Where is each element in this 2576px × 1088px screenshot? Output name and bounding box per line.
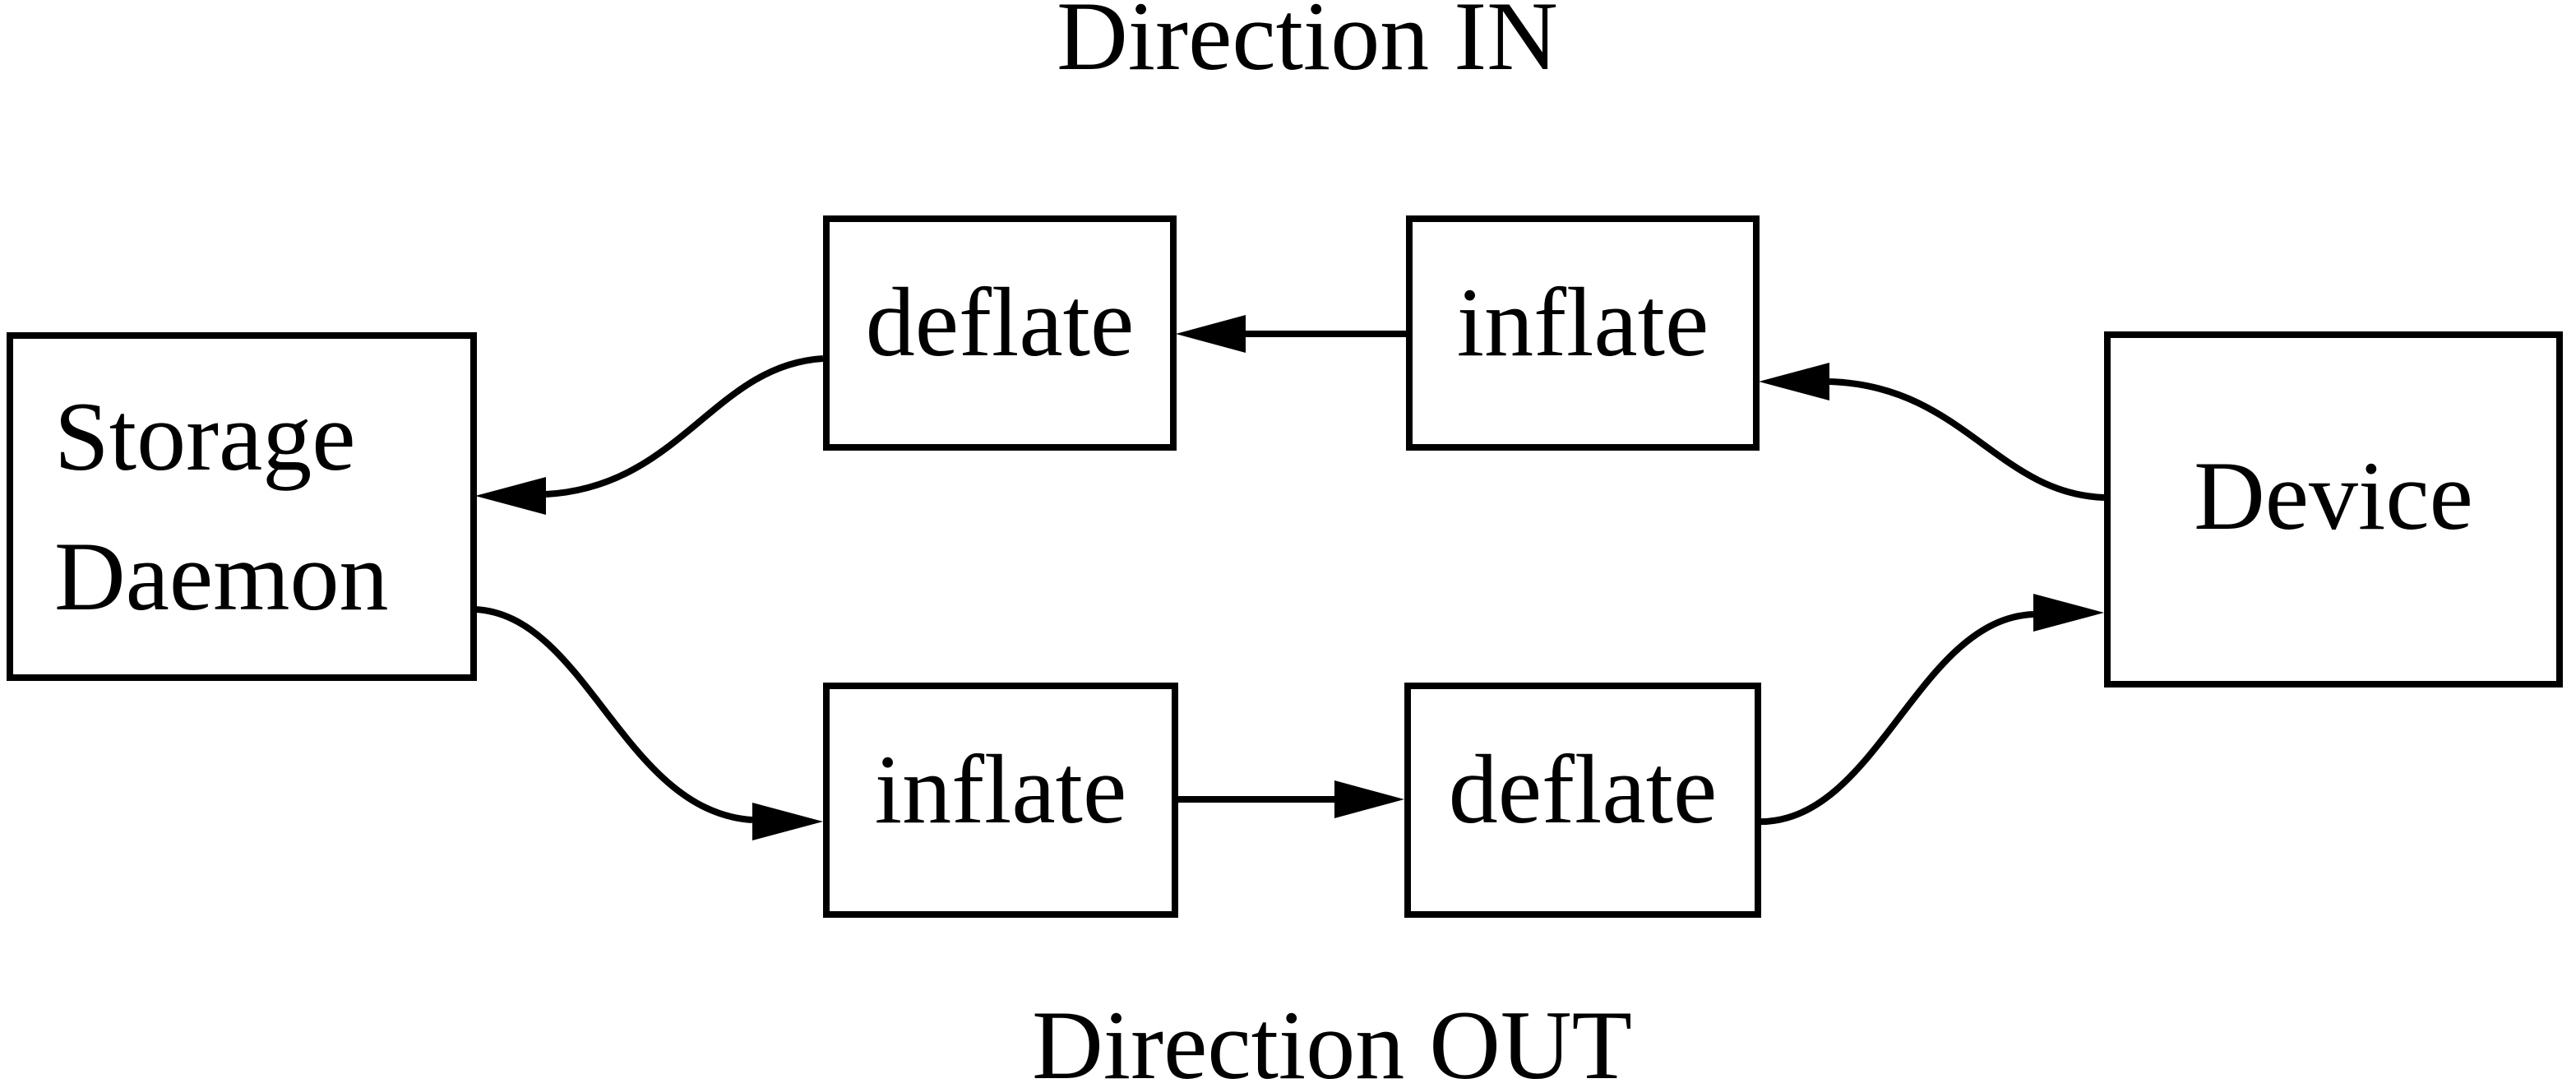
- inflate-in-node: inflate: [1406, 215, 1760, 451]
- edge-device-to-inflate-in: [1759, 363, 2105, 501]
- edge-line-in-left: [545, 355, 824, 498]
- storage-daemon-label-line2: Daemon: [54, 521, 389, 631]
- deflate-out-label: deflate: [1448, 734, 1718, 844]
- direction-in-caption: Direction IN: [1057, 0, 1558, 90]
- edge-line-out-left: [474, 606, 753, 823]
- inflate-out-label: inflate: [874, 734, 1127, 844]
- arrowhead-left-icon: [1759, 363, 1829, 400]
- deflate-in-node: deflate: [823, 215, 1177, 451]
- deflate-in-label: deflate: [865, 267, 1135, 377]
- edge-deflate-out-to-device: [1754, 594, 2104, 826]
- edge-storage-daemon-to-inflate-out: [474, 606, 823, 840]
- storage-daemon-node: Storage Daemon: [7, 332, 477, 681]
- edge-inflate-out-to-deflate-out: [1178, 780, 1404, 818]
- arrowhead-left-icon: [1176, 315, 1246, 353]
- arrowhead-right-icon: [1334, 780, 1404, 818]
- inflate-out-node: inflate: [823, 683, 1178, 918]
- deflate-out-node: deflate: [1404, 683, 1761, 918]
- edge-inflate-in-to-deflate-in: [1176, 315, 1406, 353]
- storage-daemon-label-line1: Storage: [54, 381, 356, 491]
- arrowhead-right-icon: [752, 803, 823, 840]
- device-label: Device: [2194, 440, 2473, 550]
- edge-line-out-right: [1754, 611, 2034, 826]
- direction-out-caption: Direction OUT: [1032, 990, 1632, 1088]
- arrowhead-right-icon: [2033, 594, 2104, 632]
- device-node: Device: [2104, 331, 2563, 688]
- inflate-in-label: inflate: [1456, 267, 1709, 377]
- edge-deflate-in-to-storage-daemon: [475, 355, 824, 515]
- edge-line-in-right: [1829, 378, 2105, 501]
- arrowhead-left-icon: [475, 477, 546, 515]
